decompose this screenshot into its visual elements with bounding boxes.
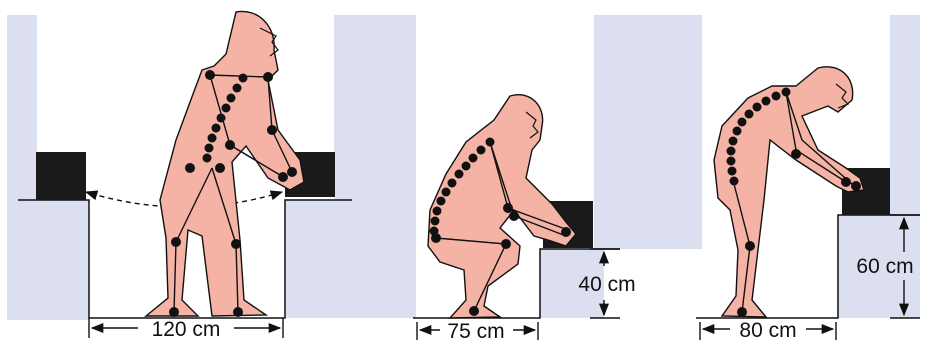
dimension-label-120: 120 cm	[152, 318, 221, 341]
wall-right	[334, 15, 416, 200]
dimension-label-80: 80 cm	[739, 319, 796, 342]
wall-right	[594, 15, 702, 249]
dimension-75: 75 cm	[417, 320, 538, 343]
dimension-label-60: 60 cm	[856, 255, 913, 278]
panel-2: 75 cm 40 cm	[413, 15, 702, 343]
wall-right-lower	[285, 200, 416, 318]
panel-1: 120 cm	[7, 11, 416, 341]
dimension-120: 120 cm	[89, 318, 283, 341]
box-left	[36, 152, 86, 200]
wall-left-lower	[7, 200, 89, 320]
dimension-80: 80 cm	[700, 319, 836, 342]
wall-left	[7, 15, 37, 200]
wall-right	[890, 15, 920, 215]
body-silhouette	[146, 11, 304, 316]
standing-person	[146, 11, 304, 317]
panel-3: 80 cm 60 cm	[696, 15, 920, 342]
dimension-label-40: 40 cm	[578, 273, 635, 296]
dimension-label-75: 75 cm	[447, 320, 504, 343]
